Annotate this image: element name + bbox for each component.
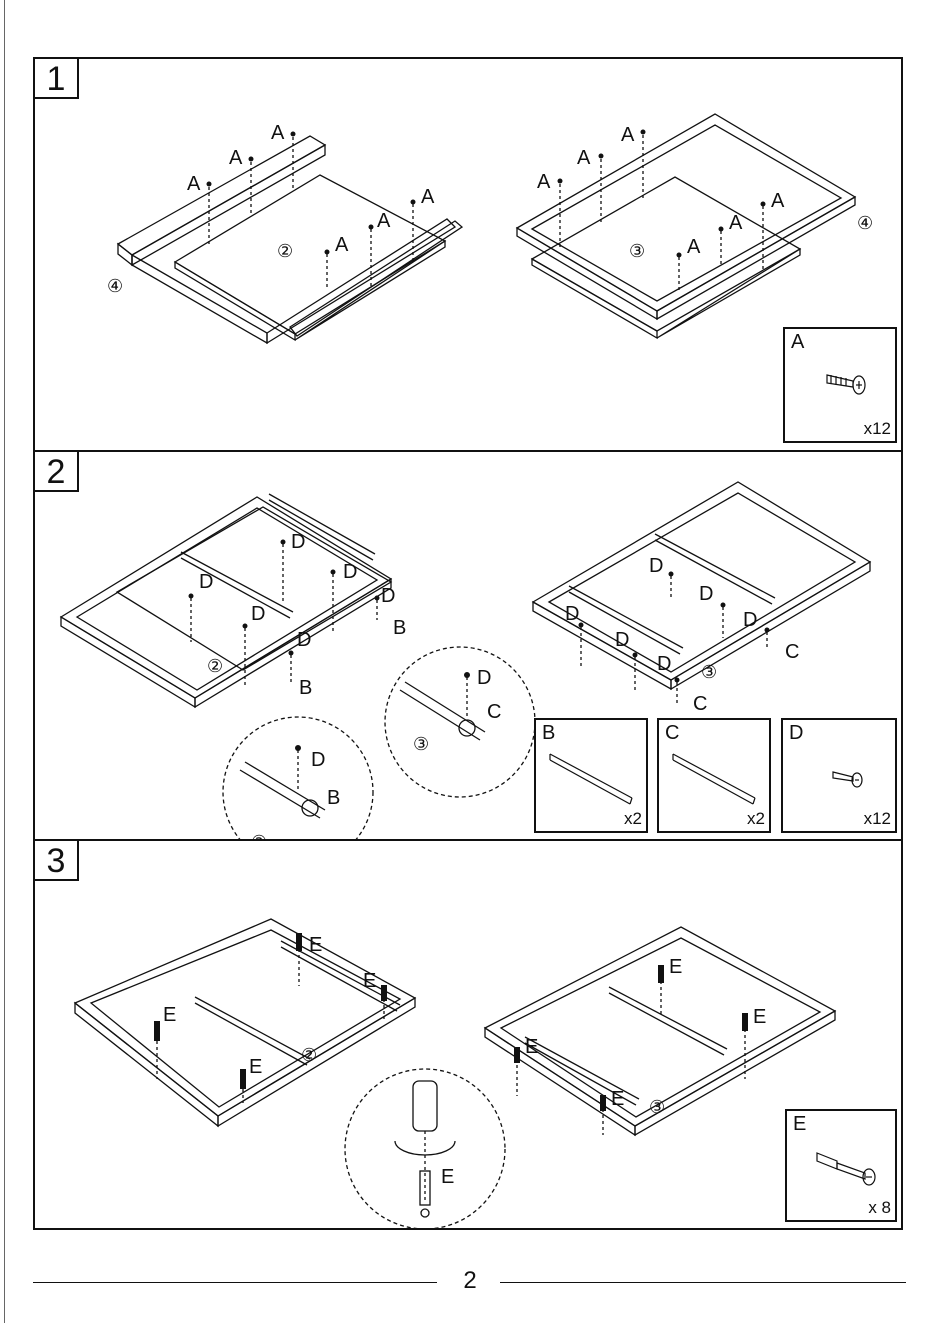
part-label-a: A bbox=[537, 171, 551, 193]
footer-rule bbox=[500, 1282, 906, 1283]
part-label-a: A bbox=[229, 147, 243, 169]
step-2-panel: D D D D D D B B ② D D D D D D C C ③ D B bbox=[35, 452, 901, 841]
part-label-d: D bbox=[251, 603, 265, 625]
panel-3 bbox=[532, 177, 800, 331]
part-label-d: D bbox=[649, 555, 663, 577]
footer-rule bbox=[33, 1282, 437, 1283]
frame-rail bbox=[517, 114, 855, 311]
detail-label-d: D bbox=[477, 667, 491, 689]
callout-panel-2: ② bbox=[277, 241, 293, 261]
part-label-a: A bbox=[687, 236, 701, 258]
part-label-d: D bbox=[199, 571, 213, 593]
part-label-d: D bbox=[291, 531, 305, 553]
detail-callout-2: ② bbox=[251, 832, 267, 841]
parts-box-e: E x 8 bbox=[785, 1109, 897, 1222]
part-label-d: D bbox=[657, 653, 671, 675]
page-number: 2 bbox=[452, 1267, 488, 1295]
parts-box-a: A x12 bbox=[783, 327, 897, 443]
part-label-a: A bbox=[271, 122, 285, 144]
part-label-d: D bbox=[743, 609, 757, 631]
part-label-c: C bbox=[785, 641, 799, 663]
detail-label-b: B bbox=[327, 787, 340, 809]
part-label-d: D bbox=[615, 629, 629, 651]
step-3-number: 3 bbox=[35, 841, 79, 881]
part-label-a: A bbox=[621, 124, 635, 146]
part-label-a: A bbox=[771, 190, 785, 212]
parts-box-d: D x12 bbox=[781, 718, 897, 833]
callout-panel-2: ② bbox=[207, 656, 223, 676]
part-label-d: D bbox=[297, 629, 311, 651]
step-3-panel: E E E E ② E E E E ③ E E bbox=[35, 841, 901, 1228]
frame-rail bbox=[118, 136, 325, 255]
part-label-d: D bbox=[343, 561, 357, 583]
panel-2 bbox=[175, 175, 445, 334]
step-3-illustration: E E E E ② E E E E ③ E bbox=[35, 841, 901, 1228]
step-2-illustration: D D D D D D B B ② D D D D D D C C ③ D B bbox=[35, 452, 901, 841]
part-label-c: C bbox=[693, 693, 707, 715]
part-label-a: A bbox=[577, 147, 591, 169]
part-label-e: E bbox=[249, 1056, 262, 1078]
part-label-e: E bbox=[363, 970, 376, 992]
part-label-a: A bbox=[377, 210, 391, 232]
parts-box-b: B x2 bbox=[534, 718, 648, 833]
detail-circle-e bbox=[345, 1069, 505, 1228]
detail-label-c: C bbox=[487, 701, 501, 723]
part-label-a: A bbox=[187, 173, 201, 195]
detail-label-e: E bbox=[441, 1166, 454, 1188]
margin-rule bbox=[4, 0, 5, 1323]
detail-label-d: D bbox=[311, 749, 325, 771]
callout-panel-3: ③ bbox=[701, 662, 717, 682]
step-1-illustration: A A A A A A A A A A A A ② ④ ③ ④ bbox=[35, 59, 901, 452]
part-label-b: B bbox=[393, 617, 406, 639]
callout-panel-2: ② bbox=[301, 1045, 317, 1065]
detail-callout-3: ③ bbox=[413, 734, 429, 754]
part-label-e: E bbox=[611, 1088, 624, 1110]
callout-panel-3: ③ bbox=[629, 241, 645, 261]
parts-box-quantity: x 8 bbox=[868, 1198, 891, 1218]
parts-box-quantity: x2 bbox=[747, 809, 765, 829]
callout-panel-3: ③ bbox=[649, 1097, 665, 1117]
part-label-a: A bbox=[729, 212, 743, 234]
step-1-number: 1 bbox=[35, 59, 79, 99]
part-label-d: D bbox=[565, 603, 579, 625]
panel-2 bbox=[117, 507, 391, 670]
part-label-e: E bbox=[525, 1036, 538, 1058]
parts-box-quantity: x12 bbox=[864, 419, 891, 439]
part-label-b: B bbox=[299, 677, 312, 699]
part-label-e: E bbox=[753, 1006, 766, 1028]
part-label-e: E bbox=[669, 956, 682, 978]
step-1-panel: A A A A A A A A A A A A ② ④ ③ ④ A bbox=[35, 59, 901, 452]
parts-box-c: C x2 bbox=[657, 718, 771, 833]
detail-circle-b bbox=[223, 717, 373, 841]
callout-frame-4: ④ bbox=[107, 276, 123, 296]
detail-circle-c bbox=[385, 647, 535, 797]
instruction-frame: A A A A A A A A A A A A ② ④ ③ ④ A bbox=[33, 57, 903, 1230]
parts-box-quantity: x12 bbox=[864, 809, 891, 829]
part-label-d: D bbox=[381, 585, 395, 607]
part-label-a: A bbox=[335, 234, 349, 256]
part-label-a: A bbox=[421, 186, 435, 208]
part-label-d: D bbox=[699, 583, 713, 605]
callout-frame-4: ④ bbox=[857, 213, 873, 233]
parts-box-quantity: x2 bbox=[624, 809, 642, 829]
frame-rail bbox=[533, 482, 870, 680]
part-label-e: E bbox=[163, 1004, 176, 1026]
step-2-number: 2 bbox=[35, 452, 79, 492]
part-label-e: E bbox=[309, 934, 322, 956]
